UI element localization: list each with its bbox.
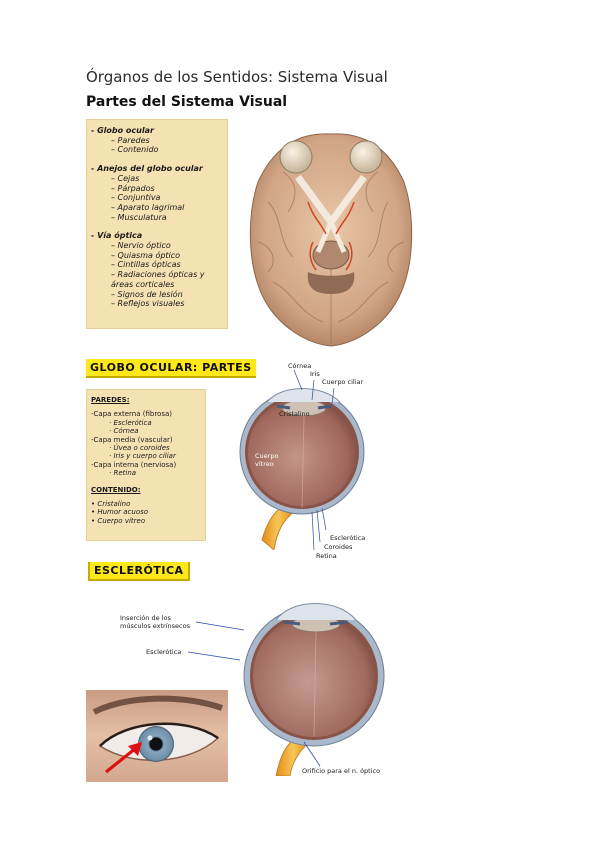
label-orificio: Orificio para el n. óptico [302, 767, 381, 775]
parts-list-item: Nervio óptico [91, 241, 223, 251]
layer-item: Retina [91, 469, 201, 477]
label-esclerotica-2: Esclerótica [146, 648, 182, 656]
parts-list-item: Paredes [91, 136, 223, 146]
label-cornea: Córnea [288, 362, 312, 370]
label-cristalino: Cristalino [279, 410, 310, 418]
parts-list-item: Cintillas ópticas [91, 260, 223, 270]
contenido-title: CONTENIDO: [91, 485, 141, 494]
contenido-item: Humor acuoso [91, 508, 201, 516]
parts-list-item: Cejas [91, 174, 223, 184]
parts-list-box: - Globo ocularParedesContenido - Anejos d… [86, 119, 228, 329]
parts-list-item: Reflejos visuales [91, 299, 223, 309]
eyeball-cross-section [243, 603, 385, 776]
parts-group-title: - Vía óptica [91, 231, 143, 241]
label-insercion: Inserción de los músculos extrínsecos [120, 614, 190, 630]
esclerotica-banner: ESCLERÓTICA [88, 562, 190, 581]
parts-list-item: Signos de lesión [91, 290, 223, 300]
label-cuerpo-ciliar: Cuerpo ciliar [322, 378, 364, 386]
eye-photo [86, 690, 228, 782]
parts-list-item: Contenido [91, 145, 223, 155]
parts-list-item: Musculatura [91, 213, 223, 223]
parts-list-item: Párpados [91, 184, 223, 194]
paredes-title: PAREDES: [91, 396, 130, 404]
page-title: Órganos de los Sentidos: Sistema Visual [86, 68, 388, 86]
parts-list-item: Aparato lagrimal [91, 203, 223, 213]
label-iris: Iris [310, 370, 320, 378]
layer-item: Úvea o coroides [91, 444, 201, 452]
layer-title: -Capa media (vascular) [91, 435, 173, 444]
label-coroides: Coroides [324, 543, 353, 551]
contenido-item: Cuerpo vítreo [91, 517, 201, 525]
brain-illustration [249, 133, 413, 347]
globo-parts-box: PAREDES: -Capa externa (fibrosa)Escleróti… [86, 389, 206, 541]
layer-item: Iris y cuerpo ciliar [91, 452, 201, 460]
label-retina: Retina [316, 552, 337, 560]
layer-title: -Capa externa (fibrosa) [91, 410, 173, 419]
parts-list-item: Radiaciones ópticas y áreas corticales [91, 270, 223, 289]
contenido-item: Cristalino [91, 500, 201, 508]
layer-item: Esclerótica [91, 419, 201, 427]
section-heading: Partes del Sistema Visual [86, 94, 288, 110]
parts-group-title: - Anejos del globo ocular [91, 164, 203, 174]
parts-group-title: - Globo ocular [91, 126, 154, 135]
label-cuerpo-vitreo: Cuerpo vítreo [255, 452, 279, 468]
globo-ocular-banner: GLOBO OCULAR: PARTES [86, 359, 256, 378]
label-esclerotica: Esclerótica [330, 534, 366, 542]
parts-list-item: Conjuntiva [91, 193, 223, 203]
parts-list-item: Quiasma óptico [91, 251, 223, 261]
red-arrow-icon [105, 742, 142, 774]
layer-title: -Capa interna (nerviosa) [91, 460, 177, 469]
layer-item: Córnea [91, 427, 201, 435]
eyeball-cross-section [239, 369, 365, 550]
